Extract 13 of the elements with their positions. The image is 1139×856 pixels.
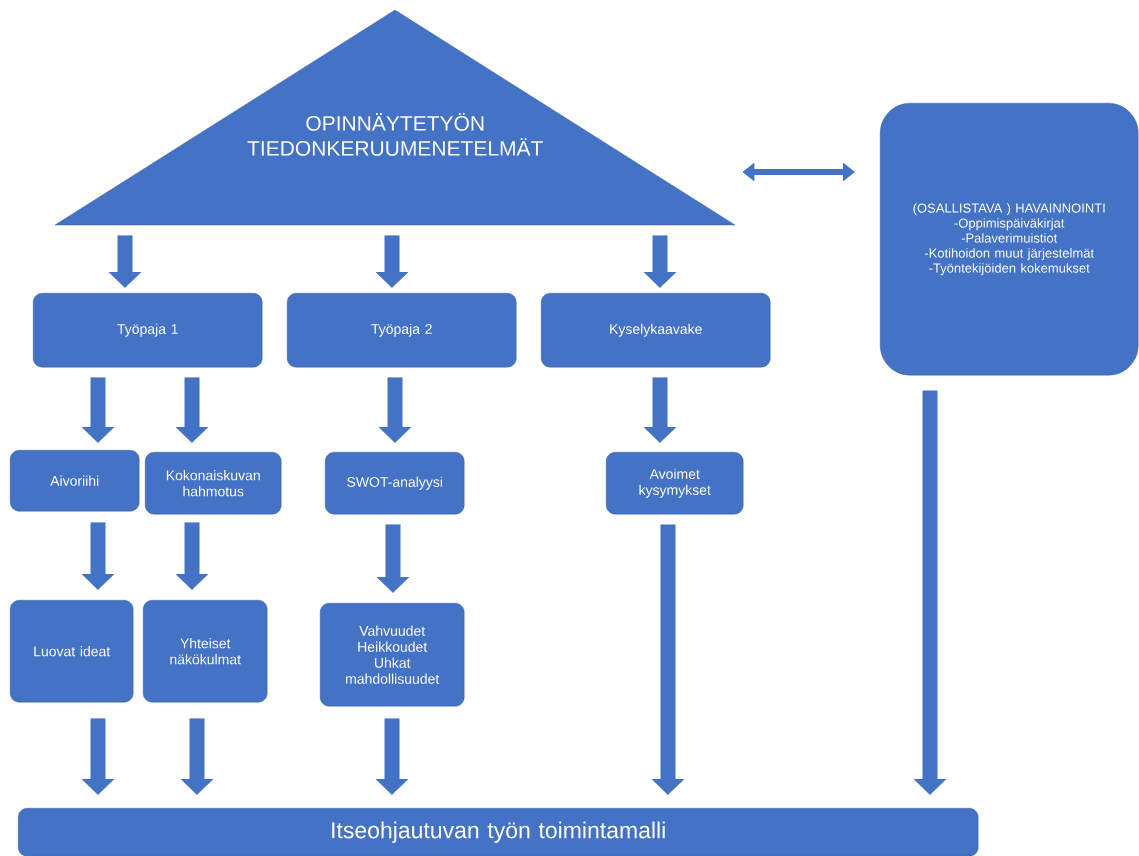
process-box: Luovat ideat <box>10 600 134 703</box>
process-box: Avoimet kysymykset <box>606 452 744 515</box>
process-box: Yhteiset näkökulmat <box>143 600 268 703</box>
rounded-box: (OSALLISTAVA ) HAVAINNOINTI -Oppimispäiväkirjat -Palaverimuistiot -Kotihoidon muut järjestelmät -Työntekijöiden kokemukset <box>880 103 1139 376</box>
process-box: Kokonaiskuvan hahmotus <box>145 452 282 515</box>
process-box: Aivoriihi <box>10 450 140 512</box>
process-box: Työpaja 2 <box>287 293 517 368</box>
process-box: Työpaja 1 <box>33 293 263 368</box>
process-bar: Itseohjautuvan työn toimintamalli <box>18 808 979 856</box>
triangle: OPINNÄYTETYÖN TIEDONKERUUMENETELMÄT <box>54 9 736 226</box>
process-box: Kyselykaavake <box>541 293 771 368</box>
process-box: Vahvuudet Heikkoudet Uhkat mahdollisuudet <box>320 603 465 707</box>
process-box: SWOT-analyysi <box>325 452 465 515</box>
